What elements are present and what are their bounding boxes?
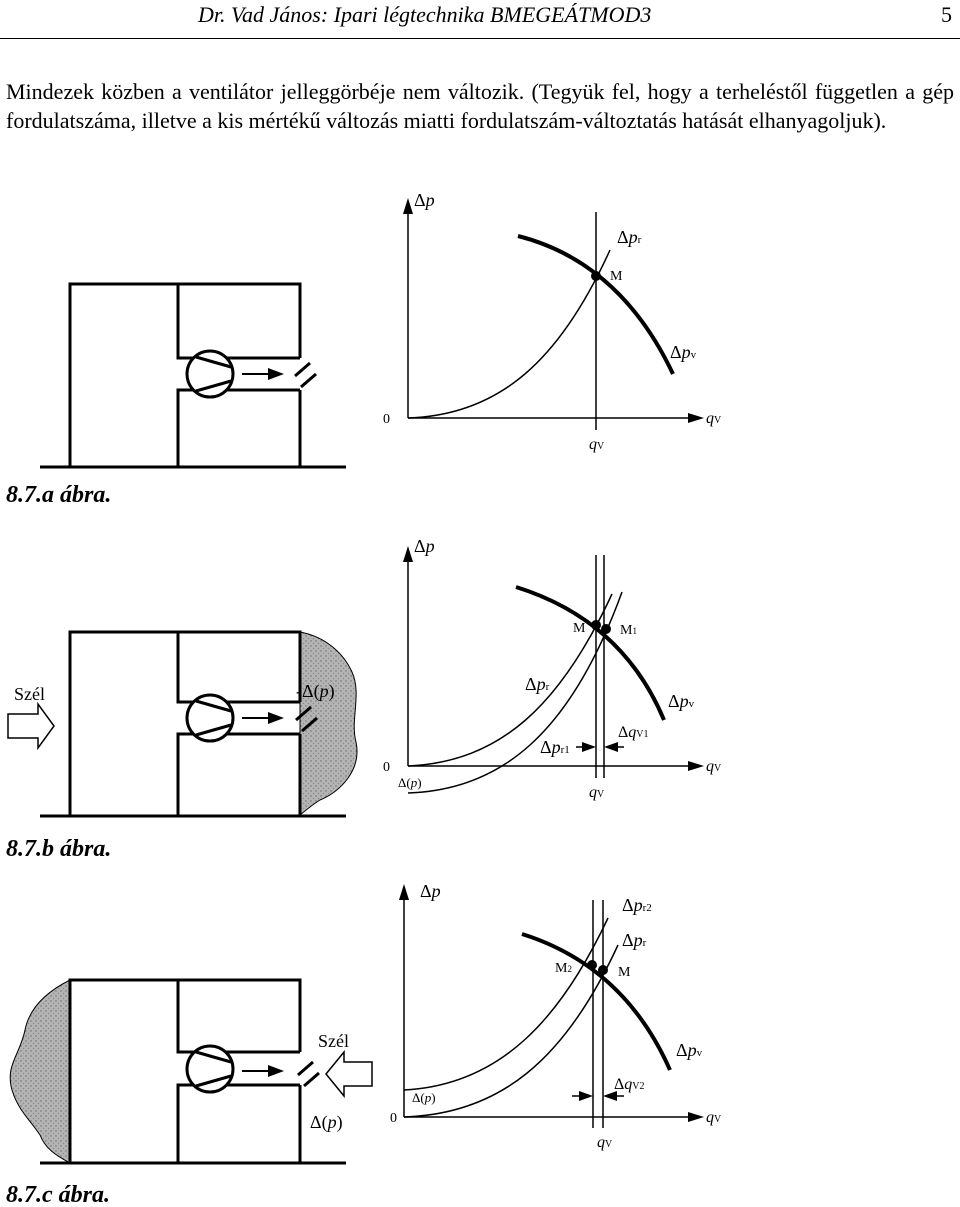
duct-lower xyxy=(176,732,300,816)
label-qv-point: qV xyxy=(589,436,605,453)
x-axis-arrow-icon xyxy=(688,413,704,423)
operating-point-m xyxy=(591,271,601,281)
label-zero: 0 xyxy=(383,412,390,427)
label-ddp: Δ(p) xyxy=(398,775,422,790)
label-zero: 0 xyxy=(390,1111,397,1126)
building-a xyxy=(40,282,346,469)
diagram-b: Δp M M1 Δpr Δpv ΔqV1 Δpr1 0 Δ(p) qV qV xyxy=(383,536,722,801)
label-dqv2: ΔqV2 xyxy=(614,1076,645,1093)
header-title: Dr. Vad János: Ipari légtechnika BMEGEÁT… xyxy=(198,2,652,27)
duct-upper xyxy=(176,632,300,704)
outflow-icon xyxy=(297,1060,320,1088)
caption-c: 8.7.c ábra. xyxy=(6,1182,110,1207)
page-number: 5 xyxy=(941,2,952,27)
label-qv-point: qV xyxy=(589,784,605,801)
wind-pressure-region xyxy=(9,979,71,1164)
label-dp: Δp xyxy=(420,881,441,901)
label-dpr: Δpr xyxy=(617,227,642,247)
wind-arrow-icon xyxy=(325,1049,373,1099)
label-m: M xyxy=(618,965,631,980)
operating-point-m xyxy=(598,965,608,975)
figure-b: Szél -Δ(p) Δp M M1 Δpr Δpv ΔqV1 Δpr1 xyxy=(6,536,722,862)
duct-lower xyxy=(176,1083,300,1163)
figure-a: Δp Δpr M Δpv 0 qV qV 8.7.a ábra. xyxy=(6,190,722,508)
outflow-icon xyxy=(295,705,318,733)
duct-upper xyxy=(176,980,300,1054)
operating-point-m2 xyxy=(587,960,597,970)
building-b xyxy=(40,630,346,818)
label-dpv: Δpv xyxy=(676,1040,703,1060)
label-qv-axis: qV xyxy=(706,758,722,775)
wind-arrow-icon xyxy=(7,701,55,751)
fan-icon xyxy=(185,349,235,399)
figure-c: Szél Δ(p) Δp Δpr2 Δpr M2 M Δpv ΔqV2 xyxy=(6,881,722,1207)
label-qv-point: qV xyxy=(597,1134,613,1151)
fan-icon xyxy=(185,693,235,743)
label-m1: M1 xyxy=(620,623,637,638)
label-dpr: Δpr xyxy=(525,674,550,694)
label-qv-axis: qV xyxy=(706,1109,722,1126)
operating-point-m1 xyxy=(601,624,611,634)
dqv2-left-arrow-icon xyxy=(579,1091,593,1101)
label-dpv: Δpv xyxy=(668,691,695,711)
fan-curve xyxy=(515,585,666,721)
label-dqv1: ΔqV1 xyxy=(618,724,649,741)
page-header: Dr. Vad János: Ipari légtechnika BMEGEÁT… xyxy=(0,0,960,39)
system-curve xyxy=(403,944,619,1118)
dqv1-left-arrow-icon xyxy=(582,742,596,752)
label-m2: M2 xyxy=(555,961,572,976)
flow-arrow-icon xyxy=(242,712,284,724)
duct-upper xyxy=(176,284,300,360)
outflow-icon xyxy=(294,361,317,389)
fan-curve xyxy=(521,932,672,1071)
shifted-system-curve xyxy=(403,917,609,1091)
diagram-a: Δp Δpr M Δpv 0 qV qV xyxy=(383,190,722,453)
label-dpr: Δpr xyxy=(622,930,647,950)
label-ddp: Δ(p) xyxy=(412,1090,436,1105)
label-qv-axis: qV xyxy=(706,410,722,427)
fan-icon xyxy=(185,1044,235,1094)
caption-a: 8.7.a ábra. xyxy=(6,482,111,508)
flow-arrow-icon xyxy=(242,1065,284,1077)
system-curve xyxy=(407,593,613,767)
label-dp: Δp xyxy=(414,536,435,556)
label-ddp-building: Δ(p) xyxy=(310,1112,343,1133)
label-m: M xyxy=(610,269,623,284)
flow-arrow-icon xyxy=(242,368,284,380)
caption-b: 8.7.b ábra. xyxy=(6,836,111,862)
label-dpv: Δpv xyxy=(670,342,697,362)
label-neg-ddp: -Δ(p) xyxy=(296,681,335,702)
label-zero: 0 xyxy=(383,760,390,775)
body-paragraph: Mindezek közben a ventilátor jelleggörbé… xyxy=(6,79,954,133)
wind-label: Szél xyxy=(14,684,45,704)
label-dpr1: Δpr1 xyxy=(540,737,570,757)
shifted-system-curve xyxy=(407,591,623,794)
label-m: M xyxy=(573,621,586,636)
building-wall xyxy=(68,978,302,1163)
y-axis-arrow-icon xyxy=(403,198,413,214)
operating-point-m xyxy=(591,620,601,630)
dqv1-right-arrow-icon xyxy=(604,742,618,752)
building-wall xyxy=(68,630,302,816)
building-wall xyxy=(68,282,302,467)
system-curve xyxy=(407,249,611,419)
x-axis-arrow-icon xyxy=(688,761,704,771)
label-dpr2: Δpr2 xyxy=(622,895,652,915)
fan-curve xyxy=(517,234,675,375)
diagram-c: Δp Δpr2 Δpr M2 M Δpv ΔqV2 Δ(p) 0 qV qV xyxy=(390,881,722,1151)
wind-label: Szél xyxy=(318,1031,349,1051)
dqv2-right-arrow-icon xyxy=(603,1091,617,1101)
x-axis-arrow-icon xyxy=(688,1112,704,1122)
y-axis-arrow-icon xyxy=(399,884,409,900)
label-dp: Δp xyxy=(414,190,435,210)
wind-pressure-region xyxy=(299,631,358,817)
duct-lower xyxy=(176,388,300,467)
y-axis-arrow-icon xyxy=(403,546,413,562)
building-c xyxy=(40,978,346,1165)
